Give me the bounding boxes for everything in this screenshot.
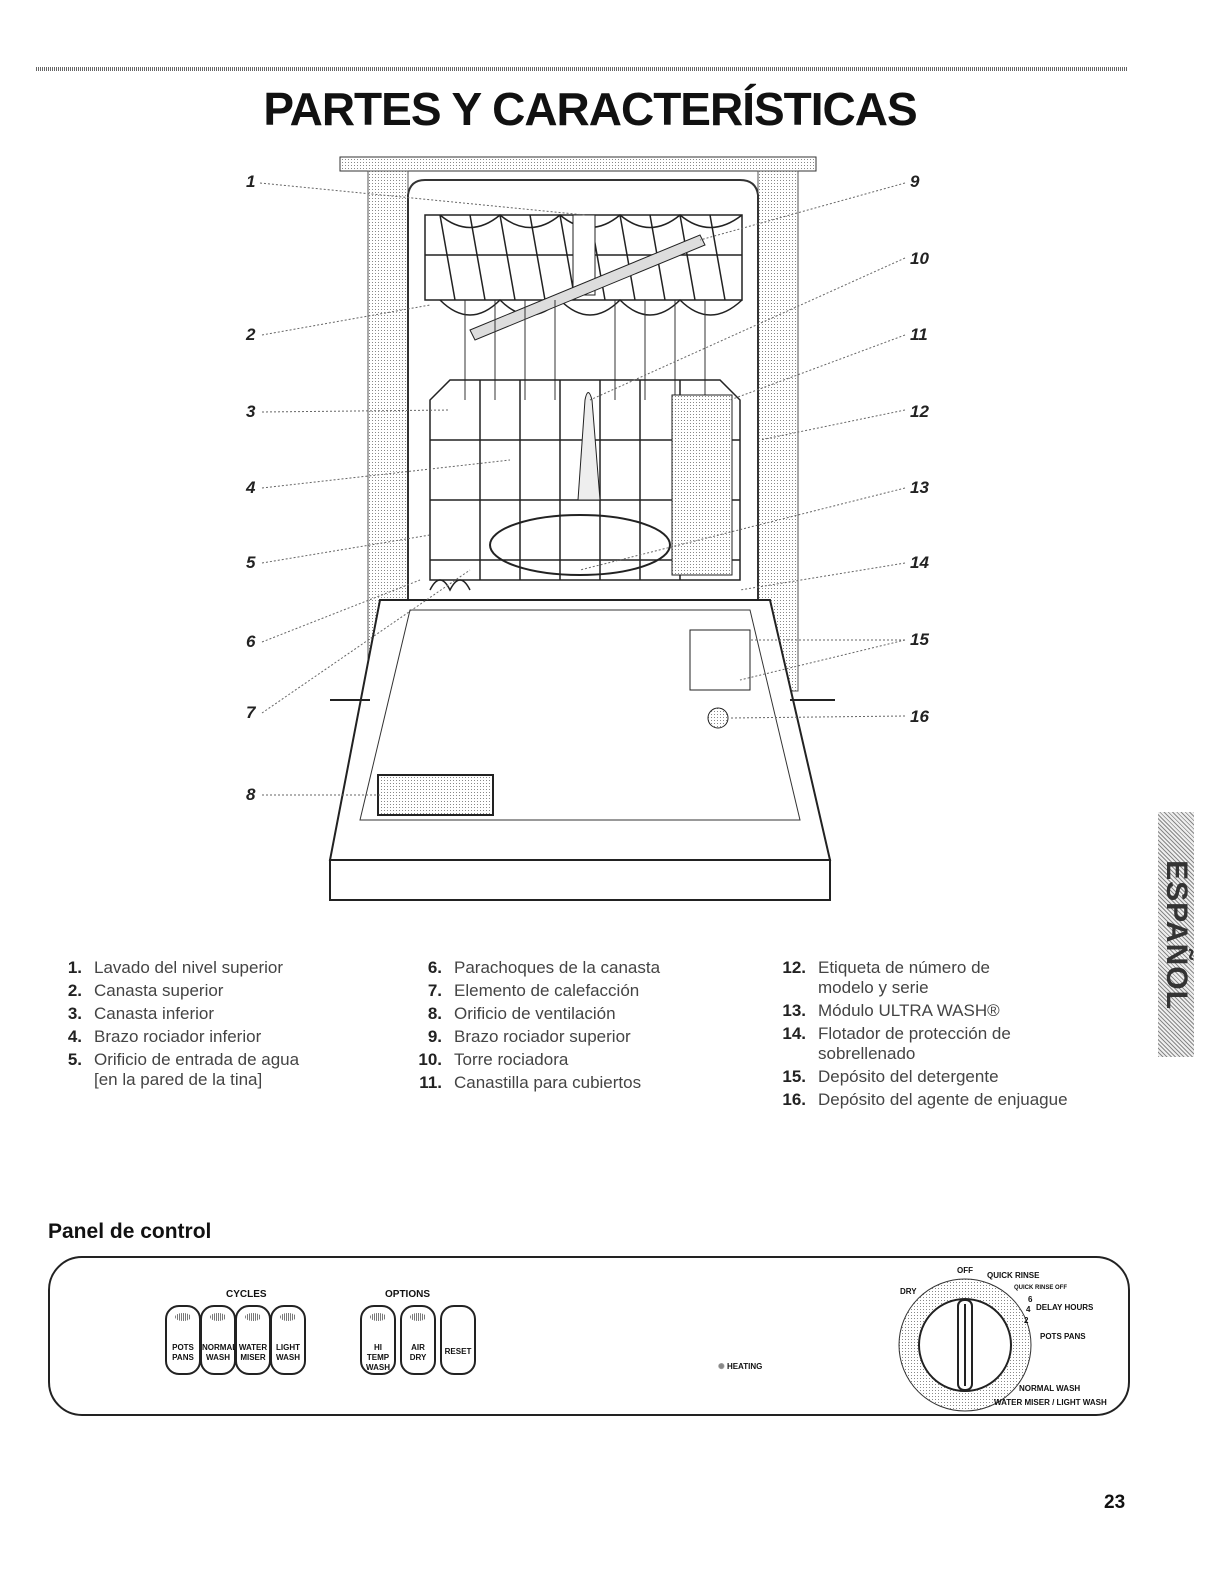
page-title: PARTES Y CARACTERÍSTICAS <box>263 83 917 135</box>
legend-item: 2.Canasta superior <box>67 981 224 1000</box>
heating-indicator: ✺ HEATING <box>718 1362 763 1371</box>
tub-inner <box>407 179 759 691</box>
dial-dry-label: DRY <box>900 1287 917 1296</box>
leader-lines <box>259 182 906 796</box>
callout-10: 10 <box>910 249 929 268</box>
callout-15: 15 <box>910 630 929 649</box>
legend-item: 4.Brazo rociador inferior <box>67 1027 262 1046</box>
dishwasher-door <box>328 599 832 861</box>
spray-tower <box>577 392 601 501</box>
legend-item: 14.Flotador de protección de sobrellenad… <box>782 1024 1011 1063</box>
callout-5: 5 <box>246 553 256 572</box>
dial-quick-rinse-off-label: QUICK RINSE OFF <box>1014 1285 1068 1291</box>
callout-6: 6 <box>246 632 256 651</box>
callout-3: 3 <box>246 402 256 421</box>
callout-2: 2 <box>246 325 256 344</box>
callout-16: 16 <box>910 707 929 726</box>
legend-item: 8.Orificio de ventilación <box>427 1004 616 1023</box>
legend-column-1: 1.Lavado del nivel superior 2.Canasta su… <box>48 958 344 1093</box>
tub-top-trim <box>339 156 817 172</box>
indicator-light <box>210 1313 226 1321</box>
callout-1: 1 <box>246 172 256 191</box>
cycle-dial[interactable] <box>890 1270 1040 1420</box>
dial-pots-pans-label: POTS PANS <box>1040 1332 1086 1341</box>
vent <box>377 774 494 816</box>
language-side-tab: ESPAÑOL <box>1158 812 1194 1057</box>
legend-column-2: 6.Parachoques de la canasta 7.Elemento d… <box>408 958 704 1096</box>
options-label: OPTIONS <box>385 1289 431 1300</box>
detergent-dispenser <box>689 629 751 691</box>
dial-water-miser-label: WATER MISER / LIGHT WASH <box>994 1398 1107 1407</box>
callout-9: 9 <box>910 172 920 191</box>
dial-off-label: OFF <box>957 1266 973 1275</box>
indicator-light <box>410 1313 426 1321</box>
legend-item: 7.Elemento de calefacción <box>427 981 640 1000</box>
indicator-light <box>370 1313 386 1321</box>
legend-item: 10.Torre rociadora <box>418 1050 569 1069</box>
callout-8: 8 <box>246 785 256 804</box>
upper-spray-arm <box>469 234 706 341</box>
callout-12: 12 <box>910 402 929 421</box>
control-panel <box>48 1256 1130 1416</box>
reset-button[interactable]: RESET <box>440 1305 476 1375</box>
legend-item: 5.Orificio de entrada de agua [en la par… <box>67 1050 300 1089</box>
control-panel-heading: Panel de control <box>48 1220 212 1243</box>
callout-7: 7 <box>246 703 256 722</box>
dial-delay-hours-label: DELAY HOURS <box>1036 1303 1094 1312</box>
legend-item: 9.Brazo rociador superior <box>427 1027 631 1046</box>
legend-item: 11.Canastilla para cubiertos <box>419 1073 642 1092</box>
dial-4-label: 4 <box>1026 1305 1031 1314</box>
dial-normal-wash-label: NORMAL WASH <box>1019 1384 1081 1393</box>
page-number: 23 <box>1104 1492 1126 1513</box>
door-base <box>329 859 831 901</box>
legend-item: 15.Depósito del detergente <box>782 1067 999 1086</box>
rinse-aid-dispenser <box>707 707 729 729</box>
dial-6-label: 6 <box>1028 1295 1033 1304</box>
legend-item: 16.Depósito del agente de enjuague <box>782 1090 1068 1109</box>
dishwasher-diagram <box>259 156 906 901</box>
legend-item: 12.Etiqueta de número de modelo y serie <box>782 958 991 997</box>
silverware-basket <box>671 394 733 576</box>
callout-4: 4 <box>246 478 256 497</box>
indicator-light <box>175 1313 191 1321</box>
lower-spray-arm <box>489 514 671 576</box>
indicator-light <box>280 1313 296 1321</box>
legend-item: 1.Lavado del nivel superior <box>67 958 284 977</box>
callout-14: 14 <box>910 553 929 572</box>
indicator-light <box>245 1313 261 1321</box>
dial-quick-rinse-label: QUICK RINSE <box>987 1271 1040 1280</box>
legend-item: 6.Parachoques de la canasta <box>427 958 661 977</box>
cycles-label: CYCLES <box>226 1289 267 1300</box>
callout-13: 13 <box>910 478 929 497</box>
language-tab-label: ESPAÑOL <box>1160 859 1193 1010</box>
callout-11: 11 <box>910 325 928 344</box>
dial-2-label: 2 <box>1024 1316 1029 1325</box>
legend-item: 3.Canasta inferior <box>67 1004 215 1023</box>
legend-item: 13.Módulo ULTRA WASH® <box>782 1001 1000 1020</box>
top-rule <box>36 67 1128 71</box>
legend-column-3: 12.Etiqueta de número de modelo y serie … <box>772 958 1088 1113</box>
